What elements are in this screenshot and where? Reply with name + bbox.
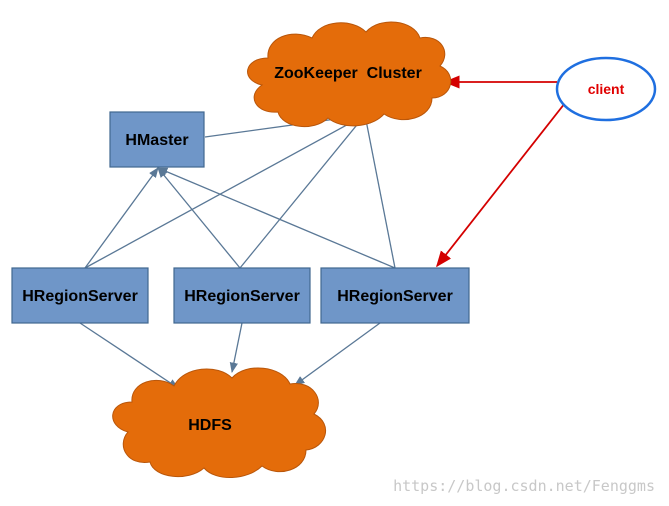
edge-rs2-to-zookeeper — [239, 114, 366, 269]
edge-rs1-to-zookeeper — [84, 114, 366, 269]
hregionserver-box-2 — [173, 267, 311, 324]
hdfs-node: HDFS — [112, 367, 326, 479]
hregionserver-label-2: HRegionServer — [184, 288, 300, 305]
hmaster-node: HMaster — [109, 111, 205, 168]
edge-rs3-to-hdfs — [294, 322, 381, 386]
edge-rs1-to-hmaster — [84, 167, 159, 269]
hmaster-label: HMaster — [125, 132, 188, 149]
edge-rs3-to-zookeeper — [362, 113, 396, 269]
zookeeper-cluster-node: ZooKeeper Cluster — [247, 21, 452, 128]
hmaster-box — [109, 111, 205, 168]
watermark-text: https://blog.csdn.net/Fenggms — [393, 477, 655, 495]
client-ellipse — [555, 56, 657, 122]
edges-client — [435, 75, 566, 268]
edge-client-to-rs3 — [435, 102, 566, 268]
hregionserver-node-1: HRegionServer — [11, 267, 149, 324]
edge-rs2-to-hdfs — [229, 322, 243, 374]
hdfs-label: HDFS — [188, 417, 232, 434]
hregionserver-label-1: HRegionServer — [22, 288, 138, 305]
zookeeper-label: ZooKeeper Cluster — [274, 65, 422, 82]
hregionserver-box-3 — [320, 267, 470, 324]
hregionserver-node-3: HRegionServer — [320, 267, 470, 324]
hregionserver-box-1 — [11, 267, 149, 324]
edge-rs2-to-hmaster — [157, 167, 241, 269]
edge-rs1-to-hdfs — [79, 322, 179, 389]
hdfs-cloud-shape — [112, 367, 326, 479]
client-label: client — [588, 81, 625, 97]
hregionserver-node-2: HRegionServer — [173, 267, 311, 324]
client-node: client — [555, 56, 657, 122]
hregionserver-label-3: HRegionServer — [337, 288, 453, 305]
edge-rs3-to-hmaster — [157, 167, 396, 269]
zookeeper-cloud-shape — [247, 21, 452, 128]
edges-gray — [79, 112, 396, 389]
